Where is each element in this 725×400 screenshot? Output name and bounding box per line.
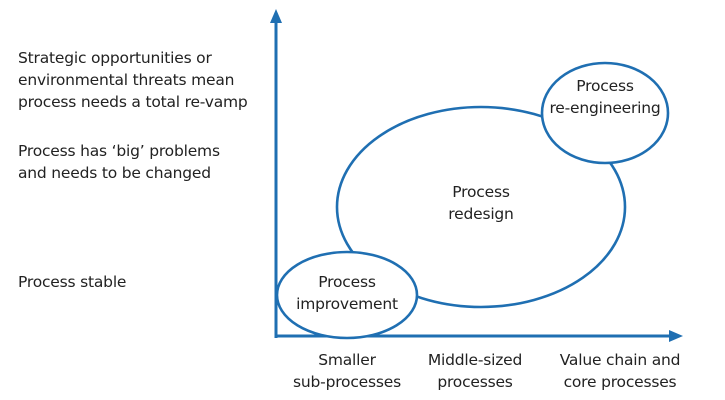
bubble-redesign bbox=[335, 105, 627, 309]
y-level-total-revamp: Strategic opportunities or environmental… bbox=[18, 49, 248, 111]
x-axis-arrowhead bbox=[669, 330, 683, 342]
y-level-process-stable: Process stable bbox=[18, 273, 127, 291]
bubble-reengineering bbox=[540, 61, 670, 165]
bubble-label-improvement: Process improvement bbox=[296, 273, 398, 313]
bubble-improvement bbox=[275, 250, 419, 340]
bubble-label-reengineering: Process re-engineering bbox=[549, 77, 661, 117]
y-level-big-problems: Process has ‘big’ problems and needs to … bbox=[18, 142, 220, 182]
y-axis-arrowhead bbox=[270, 9, 282, 23]
bubble-label-redesign: Process redesign bbox=[448, 183, 514, 223]
x-level-smaller-sub-processes: Smaller sub-processes bbox=[293, 351, 401, 391]
x-level-value-chain-core: Value chain and core processes bbox=[559, 351, 681, 391]
x-level-middle-sized-processes: Middle-sized processes bbox=[427, 351, 523, 391]
